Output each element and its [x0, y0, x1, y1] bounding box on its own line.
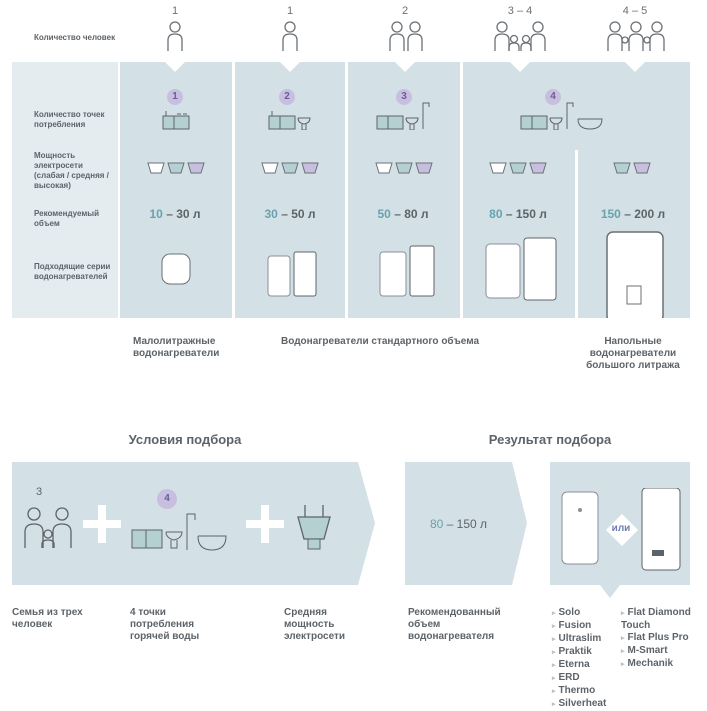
heaters-icon: [379, 245, 435, 297]
volume-range: 30 – 50 л: [264, 207, 316, 221]
series-item: Eterna: [552, 659, 606, 672]
series-list-left: Solo Fusion Ultraslim Praktik Eterna ERD…: [552, 607, 607, 711]
row-label-volume: Рекомендуемый объем: [34, 209, 99, 228]
heaters-icon: [267, 251, 317, 297]
series-item: Ultraslim: [552, 633, 606, 646]
power-plugs-icon: [613, 162, 651, 174]
series-item: Fusion: [552, 620, 606, 633]
result-title: Результат подбора: [488, 432, 612, 447]
series-item: M-Smart: [621, 645, 705, 658]
heaters-icon: [485, 237, 557, 301]
or-label: или: [611, 523, 631, 534]
power-plug-icon: [297, 505, 331, 550]
notch: [510, 62, 530, 72]
power-plugs-icon: [375, 162, 433, 174]
notch: [280, 62, 300, 72]
caption-power: Средняя мощность электросети: [284, 607, 346, 642]
series-item: Flat Plus Pro: [621, 632, 705, 645]
people-count: 1: [286, 5, 294, 17]
arrow-divider: [352, 462, 372, 585]
volume-range: 80 – 150 л: [489, 207, 547, 221]
people-count: 3 – 4: [507, 5, 533, 17]
kitchen-and-washbasin-icon: [268, 111, 311, 130]
series-list-right: Flat Diamond Touch Flat Plus Pro M-Smart…: [621, 607, 705, 671]
row-label-points: Количество точек потребления: [34, 110, 105, 129]
person-icon: [282, 21, 298, 51]
power-plugs-icon: [261, 162, 319, 174]
volume-range: 10 – 30 л: [149, 207, 201, 221]
notch: [625, 62, 645, 72]
caption-family: Семья из трех человек: [12, 607, 83, 630]
volume-range: 50 – 80 л: [377, 207, 429, 221]
row-label-power: Мощность электросети (слабая / средняя /…: [34, 151, 109, 190]
group-small: Малолитражные водонагреватели: [133, 336, 220, 359]
series-item: ERD: [552, 672, 606, 685]
plus-icon: [83, 505, 121, 543]
couple-icon: [389, 21, 423, 51]
row-label-series: Подходящие серии водонагревателей: [34, 262, 111, 281]
power-plugs-icon: [489, 162, 547, 174]
row-label-people: Количество человек: [34, 33, 116, 42]
points-badge: 4: [545, 89, 561, 105]
people-count: 2: [401, 5, 409, 17]
group-standard: Водонагреватели стандартного объема: [281, 336, 480, 347]
kitchen-washbasin-shower-icon: [376, 102, 430, 130]
label-column: [12, 62, 118, 318]
conditions-title: Условия подбора: [128, 432, 242, 447]
series-item: Solo: [552, 607, 606, 620]
series-item: Thermo: [552, 685, 606, 698]
points-badge: 1: [167, 89, 183, 105]
small-heater-icon: [161, 253, 191, 285]
plus-icon: [246, 505, 284, 543]
kitchen-washbasin-shower-bath-icon: [131, 513, 227, 551]
floor-heater-icon: [606, 231, 664, 323]
series-item: Silverheat: [552, 698, 607, 711]
group-floor: Напольные водонагреватели большого литра…: [586, 336, 680, 371]
power-plugs-icon: [147, 162, 205, 174]
series-item: Flat Diamond Touch: [621, 607, 705, 632]
kitchen-washbasin-shower-bath-icon: [520, 102, 603, 130]
person-icon: [167, 21, 183, 51]
caption-recommended: Рекомендованный объем водонагревателя: [408, 607, 501, 642]
series-item: Mechanik: [621, 658, 705, 671]
notch: [395, 62, 415, 72]
kitchen-sink-icon: [162, 111, 190, 130]
caption-points: 4 точки потребления горячей воды: [130, 607, 200, 642]
family-icon: [607, 21, 665, 51]
family-count: 3: [36, 486, 43, 498]
volume-range: 150 – 200 л: [600, 207, 666, 221]
points-badge: 3: [396, 89, 412, 105]
result-heaters-icon: [561, 488, 681, 571]
people-count: 4 – 5: [622, 5, 648, 17]
family-icon: [494, 21, 546, 51]
points-badge: 4: [157, 489, 177, 509]
people-count: 1: [171, 5, 179, 17]
family-icon: [24, 507, 72, 548]
result-volume: 80 – 150 л: [429, 517, 488, 531]
notch: [165, 62, 185, 72]
points-badge: 2: [279, 89, 295, 105]
series-item: Praktik: [552, 646, 606, 659]
